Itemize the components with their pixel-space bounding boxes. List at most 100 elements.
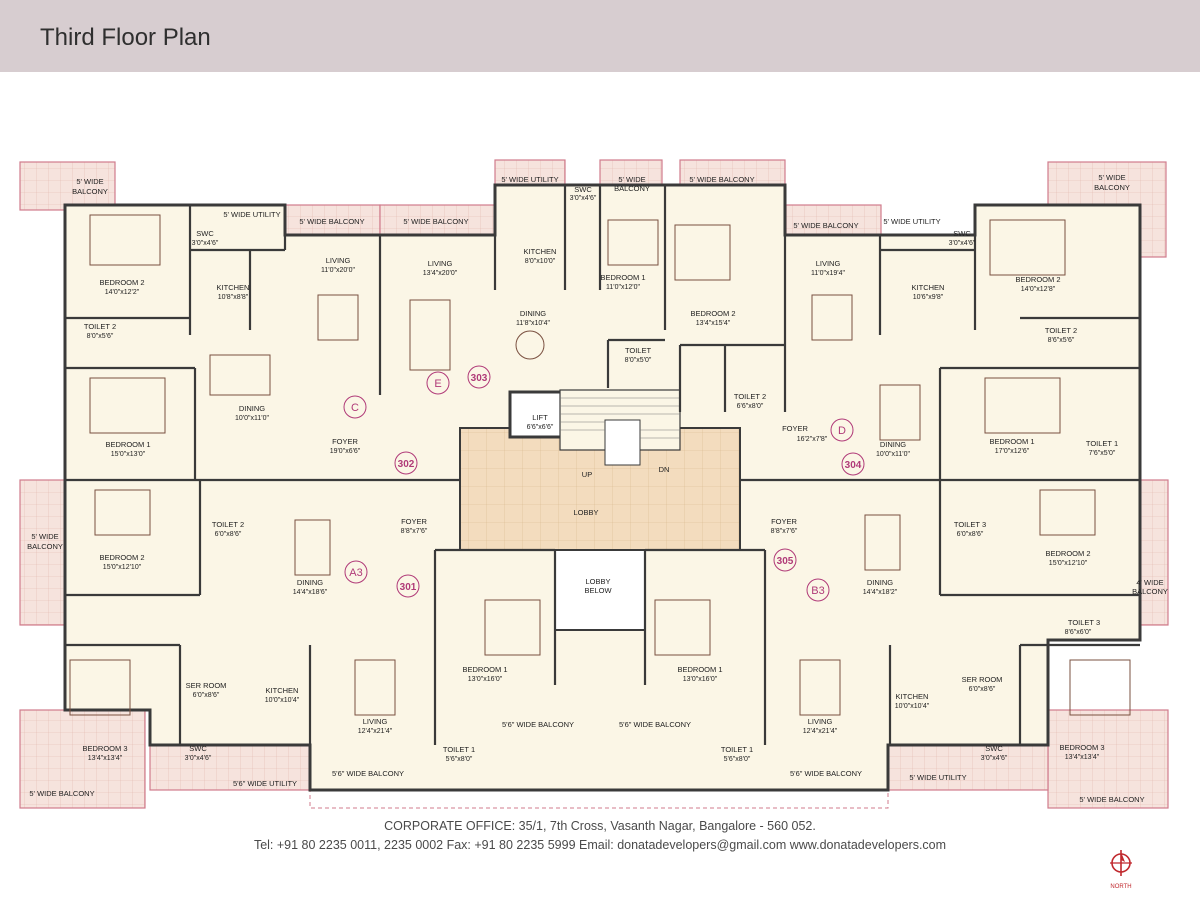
label-a-bed1: BEDROOM 1 [462,665,507,674]
label-c-swc: SWC [196,229,214,238]
interior-walls [65,185,1140,745]
label-a-balcony3: 5'6" WIDE BALCONY [502,720,574,729]
label-d-foyer: FOYER [782,424,808,433]
label-b-bed2: BEDROOM 2 [1045,549,1090,558]
label-a-bed2: BEDROOM 2 [99,553,144,562]
label-a-foyer: FOYER [401,517,427,526]
label-b-bed2-dim: 15'0"x12'10" [1049,560,1088,567]
label-b-kitchen: KITCHEN [896,692,929,701]
label-b-bed3-dim: 13'4"x13'4" [1065,754,1100,761]
label-a-toilet1-dim: 5'6"x8'0" [446,756,473,763]
unit-letter-a3: A3 [349,567,362,579]
label-lift: LIFT [532,413,548,422]
label-b-balcony-2: BALCONY [1132,587,1168,596]
label-a-bed3-dim: 13'4"x13'4" [88,755,123,762]
label-b-ser: SER ROOM [962,675,1003,684]
label-a-toilet1: TOILET 1 [443,745,475,754]
label-a-bed2-dim: 15'0"x12'10" [103,564,142,571]
label-d-bed2: BEDROOM 2 [1015,275,1060,284]
label-b-dining: DINING [867,578,893,587]
label-d-balcony2: 5' WIDE [1098,173,1125,182]
label-c-foyer: FOYER [332,437,358,446]
label-c-balcony: 5' WIDE [76,177,103,186]
label-e-balcony3: 5' WIDE BALCONY [689,175,754,184]
label-d-bed2-dim: 14'0"x12'8" [1021,286,1056,293]
label-b-toilet3b-dim: 8'6"x6'0" [1065,629,1092,636]
header-bar: Third Floor Plan [0,0,1200,72]
label-c-toilet2: TOILET 2 [84,322,116,331]
label-b-bed1-dim: 13'0"x16'0" [683,676,718,683]
label-a-living: LIVING [363,717,388,726]
label-a-swc-dim: 3'0"x4'6" [185,755,212,762]
label-d-balcony2-2: BALCONY [1094,183,1130,192]
label-a-toilet2-dim: 6'0"x8'6" [215,531,242,538]
label-d-toilet1-dim: 7'6"x5'0" [1089,450,1116,457]
label-b-swc: SWC [985,744,1003,753]
label-c-dining-dim: 10'0"x11'0" [235,415,269,422]
page-title: Third Floor Plan [40,24,211,51]
label-b-kitchen-dim: 10'0"x10'4" [895,703,930,710]
label-lobby-below-2: BELOW [584,586,612,595]
unit-number-302: 302 [398,459,415,470]
label-e-toilet: TOILET [625,346,652,355]
label-c-bed1: BEDROOM 1 [105,440,150,449]
label-b-balcony4: 5' WIDE BALCONY [1079,795,1144,804]
label-d-kitchen: KITCHEN [912,283,945,292]
label-b-toilet3b: TOILET 3 [1068,618,1100,627]
label-e-living-dim: 13'4"x20'0" [423,270,458,277]
unit-number-303: 303 [471,373,488,384]
label-stair-up: UP [582,470,592,479]
label-a-living-dim: 12'4"x21'4" [358,728,393,735]
label-b-foyer: FOYER [771,517,797,526]
label-e-swc: SWC [574,185,592,194]
label-a-balcony2: 5'6" WIDE BALCONY [332,769,404,778]
label-e-swc-dim: 3'0"x4'6" [570,195,597,202]
label-c-swc-dim: 3'0"x4'6" [192,240,219,247]
footer-contact-line: Tel: +91 80 2235 0011, 2235 0002 Fax: +9… [253,838,947,852]
label-c-dining: DINING [239,404,265,413]
label-e-bed1-dim: 11'0"x12'0" [606,284,640,291]
label-a-balcony4: 5' WIDE BALCONY [29,789,94,798]
label-b-bed1: BEDROOM 1 [677,665,722,674]
label-a-balcony: 5' WIDE [31,532,58,541]
label-e-living: LIVING [428,259,453,268]
label-c-balcony-2: BALCONY [72,187,108,196]
furniture [69,214,1131,716]
label-e-bed2-dim: 13'4"x15'4" [696,320,731,327]
label-c-foyer-dim: 19'0"x6'6" [330,448,361,455]
north-arrow-icon: NORTH [1110,850,1132,890]
label-c-living-dim: 11'0"x20'0" [321,267,355,274]
label-d-bed1: BEDROOM 1 [989,437,1034,446]
label-a-kitchen: KITCHEN [266,686,299,695]
unit-letter-e: E [434,378,441,390]
label-lobby: LOBBY [573,508,598,517]
label-d-swc-dim: 3'0"x4'6" [949,240,976,247]
label-a-dining-dim: 14'4"x18'6" [293,589,328,596]
unit-number-301: 301 [400,582,417,593]
label-b-living-dim: 12'4"x21'4" [803,728,838,735]
label-d-bed1-dim: 17'0"x12'6" [995,448,1030,455]
label-e-balcony2: 5' WIDE [618,175,645,184]
label-a-ser: SER ROOM [186,681,227,690]
footer-office-address: CORPORATE OFFICE: 35/1, 7th Cross, Vasan… [384,819,816,833]
label-d-living-dim: 11'0"x19'4" [811,270,845,277]
label-d-toilet2: TOILET 2 [1045,326,1077,335]
label-e-utility: 5' WIDE UTILITY [501,175,558,184]
label-lift-dim: 6'6"x6'6" [527,424,554,431]
label-e-balcony: 5' WIDE BALCONY [403,217,468,226]
label-a-dining: DINING [297,578,323,587]
label-e-bed1: BEDROOM 1 [600,273,645,282]
label-d-toilet2-dim: 8'6"x5'6" [1048,337,1075,344]
label-e-kitchen-dim: 8'0"x10'0" [525,258,556,265]
label-e-toilet-dim: 8'0"x5'0" [625,357,652,364]
label-b-ser-dim: 6'0"x8'6" [969,686,996,693]
label-c-living: LIVING [326,256,351,265]
label-a-ser-dim: 6'0"x8'6" [193,692,220,699]
label-b-balcony2: 5'6" WIDE BALCONY [790,769,862,778]
lobby-area [459,389,741,631]
label-a-swc: SWC [189,744,207,753]
label-a-foyer-dim: 8'8"x7'6" [401,528,428,535]
label-b-swc-dim: 3'0"x4'6" [981,755,1008,762]
unit-markers: A3 301 C 302 E 303 D 304 B3 305 [343,365,865,602]
